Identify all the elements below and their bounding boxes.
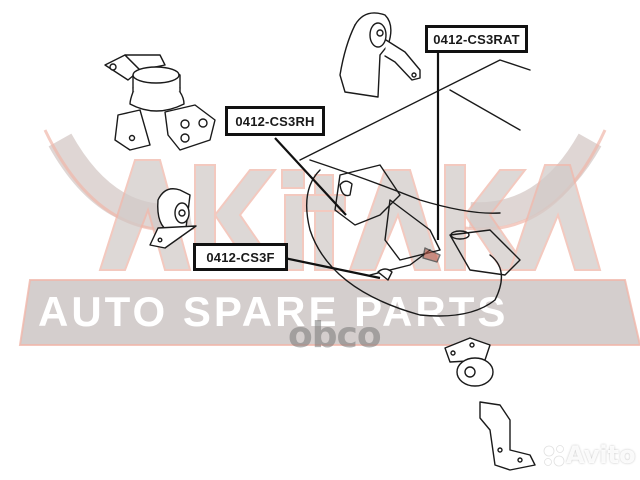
label-0412-cs3rat: 0412-CS3RAT — [425, 25, 528, 53]
rh-mount-part-icon — [104, 54, 216, 151]
left-mount-part-icon — [444, 337, 536, 471]
partner-watermark: obco — [288, 315, 382, 356]
car-engine-bay-sketch — [299, 59, 531, 317]
avito-watermark: Avito — [566, 441, 636, 469]
watermark-band-text: AUTO SPARE PARTS — [38, 288, 509, 335]
leader-lines — [269, 52, 440, 280]
leader-line-rh — [274, 137, 347, 216]
rat-mount-part-icon — [339, 12, 421, 98]
label-0412-cs3rh: 0412-CS3RH — [225, 106, 325, 136]
front-mount-part-icon — [149, 188, 197, 249]
label-0412-cs3f: 0412-CS3F — [193, 243, 288, 271]
leader-line-f — [269, 253, 381, 280]
